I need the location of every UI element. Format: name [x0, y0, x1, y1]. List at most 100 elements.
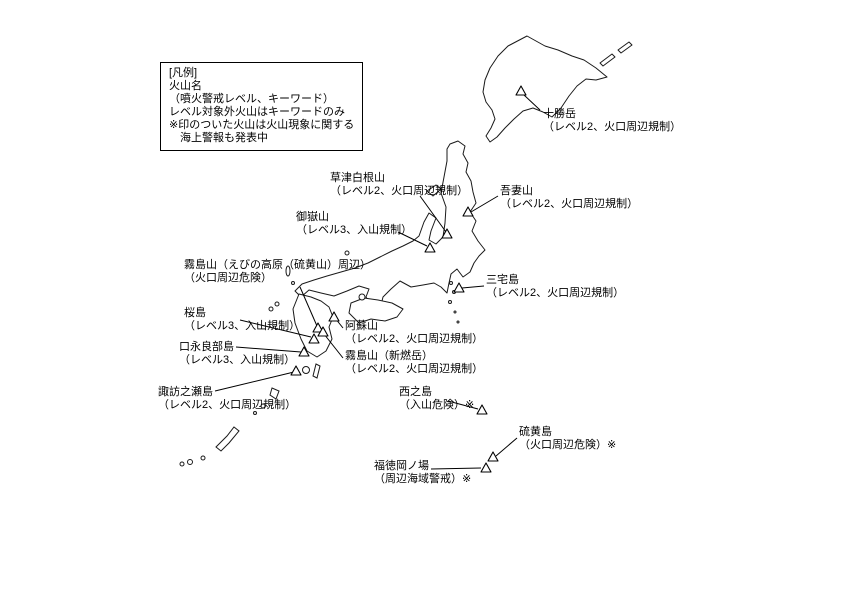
miyako-island	[200, 455, 206, 461]
volcano-status: （レベル2、火口周辺規制）	[543, 121, 682, 133]
volcano-name: 三宅島	[486, 274, 519, 286]
kuril-islet-2	[617, 41, 633, 54]
tokunoshima-island	[260, 403, 266, 409]
volcano-marker-kuchinoerabujima-icon	[298, 346, 310, 357]
volcano-marker-asosan-icon	[328, 311, 340, 322]
yakushima-island	[302, 366, 310, 374]
volcano-name: 口永良部島	[179, 341, 234, 353]
volcano-status: （火口周辺危険）	[184, 272, 272, 284]
legend-box: [凡例] 火山名 （噴火警戒レベル、キーワード） レベル対象外火山はキーワードの…	[160, 62, 364, 151]
iriomote-island	[179, 461, 185, 467]
volcano-name: 御嶽山	[296, 211, 329, 223]
shikoku-outline	[348, 297, 404, 324]
volcano-label-kirishimayama-ebino: 霧島山（えびの高原（硫黄山）周辺） （火口周辺危険）	[184, 259, 371, 285]
leader-nishinoshima	[447, 400, 479, 410]
volcano-marker-kirishimayama-ebino-icon	[312, 322, 324, 333]
kyushu-outline	[292, 293, 334, 358]
leader-ontakesan	[397, 231, 428, 247]
legend-title: [凡例]	[169, 67, 198, 79]
volcano-marker-kirishimayama-shinmoedake-icon	[317, 326, 329, 337]
volcano-status: （入山危険）※	[399, 399, 475, 411]
tsushima-island	[285, 265, 291, 277]
volcano-label-kusatsu-shiranesan: 草津白根山 （レベル2、火口周辺規制）	[330, 172, 468, 198]
volcano-status: （レベル3、入山規制）	[296, 224, 413, 236]
volcano-marker-sakurajima-icon	[308, 333, 320, 344]
legend-line-marine-warning-2: 海上警報も発表中	[169, 132, 268, 144]
volcano-name: 桜島	[184, 307, 206, 319]
volcano-label-ioto: 硫黄島 （火口周辺危険）※	[519, 426, 616, 452]
izu-island-5	[456, 320, 460, 324]
leader-fukutoku-okanoba	[430, 467, 482, 470]
volcano-name: 西之島	[399, 386, 432, 398]
izu-island-4	[453, 310, 457, 314]
legend-line-level-keyword: （噴火警戒レベル、キーワード）	[169, 93, 334, 105]
oki-island	[344, 250, 350, 256]
volcano-marker-nishinoshima-icon	[476, 404, 488, 415]
kuril-islet-1	[599, 53, 616, 67]
leader-azumayama	[470, 195, 499, 213]
volcano-status: （レベル3、入山規制）	[179, 354, 296, 366]
volcano-markers	[290, 85, 527, 473]
leader-ioto	[495, 437, 518, 457]
volcano-label-nishinoshima: 西之島 （入山危険）※	[399, 386, 474, 412]
volcano-label-tokachidake: 十勝岳 （レベル2、火口周辺規制）	[543, 108, 681, 134]
volcano-status: （火口周辺危険）※	[519, 439, 617, 451]
volcano-status: （レベル2、火口周辺規制）	[330, 185, 469, 197]
okinawa-island	[215, 426, 240, 452]
volcano-label-suwanosejima: 諏訪之瀬島 （レベル2、火口周辺規制）	[158, 386, 296, 412]
leader-sakurajima	[239, 319, 312, 338]
volcano-name: 霧島山（新燃岳）	[345, 350, 433, 362]
izu-island-1	[449, 281, 453, 285]
honshu-outline	[294, 140, 486, 310]
volcano-status: （レベル2、火口周辺規制）	[158, 399, 297, 411]
leader-kuchinoerabujima	[235, 346, 302, 353]
volcano-label-asosan: 阿蘇山 （レベル2、火口周辺規制）	[345, 320, 483, 346]
iki-island	[291, 281, 295, 285]
leader-kirishimayama-shinmoedake	[323, 333, 344, 359]
volcano-label-sakurajima: 桜島 （レベル3、入山規制）	[184, 307, 300, 333]
goto-island-2	[268, 306, 274, 312]
goto-island-1	[274, 301, 280, 307]
volcano-marker-fukutoku-okanoba-icon	[480, 462, 492, 473]
legend-line-non-level: レベル対象外火山はキーワードのみ	[169, 106, 345, 118]
japan-outline	[292, 35, 633, 358]
leader-miyakejima	[461, 285, 485, 289]
leader-kirishimayama-ebino	[299, 286, 318, 327]
volcano-label-kuchinoerabujima: 口永良部島 （レベル3、入山規制）	[179, 341, 295, 367]
leader-lines	[214, 94, 541, 470]
volcano-label-kirishimayama-shinmoedake: 霧島山（新燃岳） （レベル2、火口周辺規制）	[345, 350, 483, 376]
hokkaido-outline	[482, 35, 608, 143]
volcano-name: 十勝岳	[543, 108, 576, 120]
volcano-marker-kusatsu-shiranesan-icon	[441, 228, 453, 239]
amami-island	[269, 387, 280, 400]
volcano-name: 霧島山（えびの高原（硫黄山）周辺）	[184, 259, 371, 271]
sado-island	[426, 184, 442, 197]
volcano-marker-miyakejima-icon	[453, 282, 465, 293]
volcano-label-miyakejima: 三宅島 （レベル2、火口周辺規制）	[486, 274, 624, 300]
volcano-marker-tokachidake-icon	[515, 85, 527, 96]
legend-line-marine-warning-1: ※印のついた火山は火山現象に関する	[169, 119, 355, 131]
izu-island-3	[448, 300, 452, 304]
volcano-marker-azumayama-icon	[462, 206, 474, 217]
volcano-label-ontakesan: 御嶽山 （レベル3、入山規制）	[296, 211, 412, 237]
volcano-name: 諏訪之瀬島	[158, 386, 213, 398]
volcano-marker-ontakesan-icon	[424, 242, 436, 253]
leader-kusatsu-shiranesan	[419, 195, 447, 233]
volcano-status: （レベル2、火口周辺規制）	[500, 198, 639, 210]
volcano-status: （レベル2、火口周辺規制）	[345, 333, 484, 345]
small-islands	[179, 184, 460, 467]
okinoerabu-island	[253, 411, 257, 415]
awaji-island	[358, 293, 366, 301]
volcano-label-fukutoku-okanoba: 福徳岡ノ場 （周辺海域警戒）※	[374, 460, 471, 486]
volcano-name: 草津白根山	[330, 172, 385, 184]
leader-tokachidake	[523, 94, 541, 111]
legend-line-volcano-name: 火山名	[169, 80, 202, 92]
volcano-marker-ioto-icon	[487, 451, 499, 462]
tanegashima-island	[312, 363, 321, 379]
volcano-name: 福徳岡ノ場	[374, 460, 429, 472]
volcano-name: 吾妻山	[500, 185, 533, 197]
volcano-status: （周辺海域警戒）※	[374, 473, 472, 485]
leader-suwanosejima	[214, 371, 295, 392]
